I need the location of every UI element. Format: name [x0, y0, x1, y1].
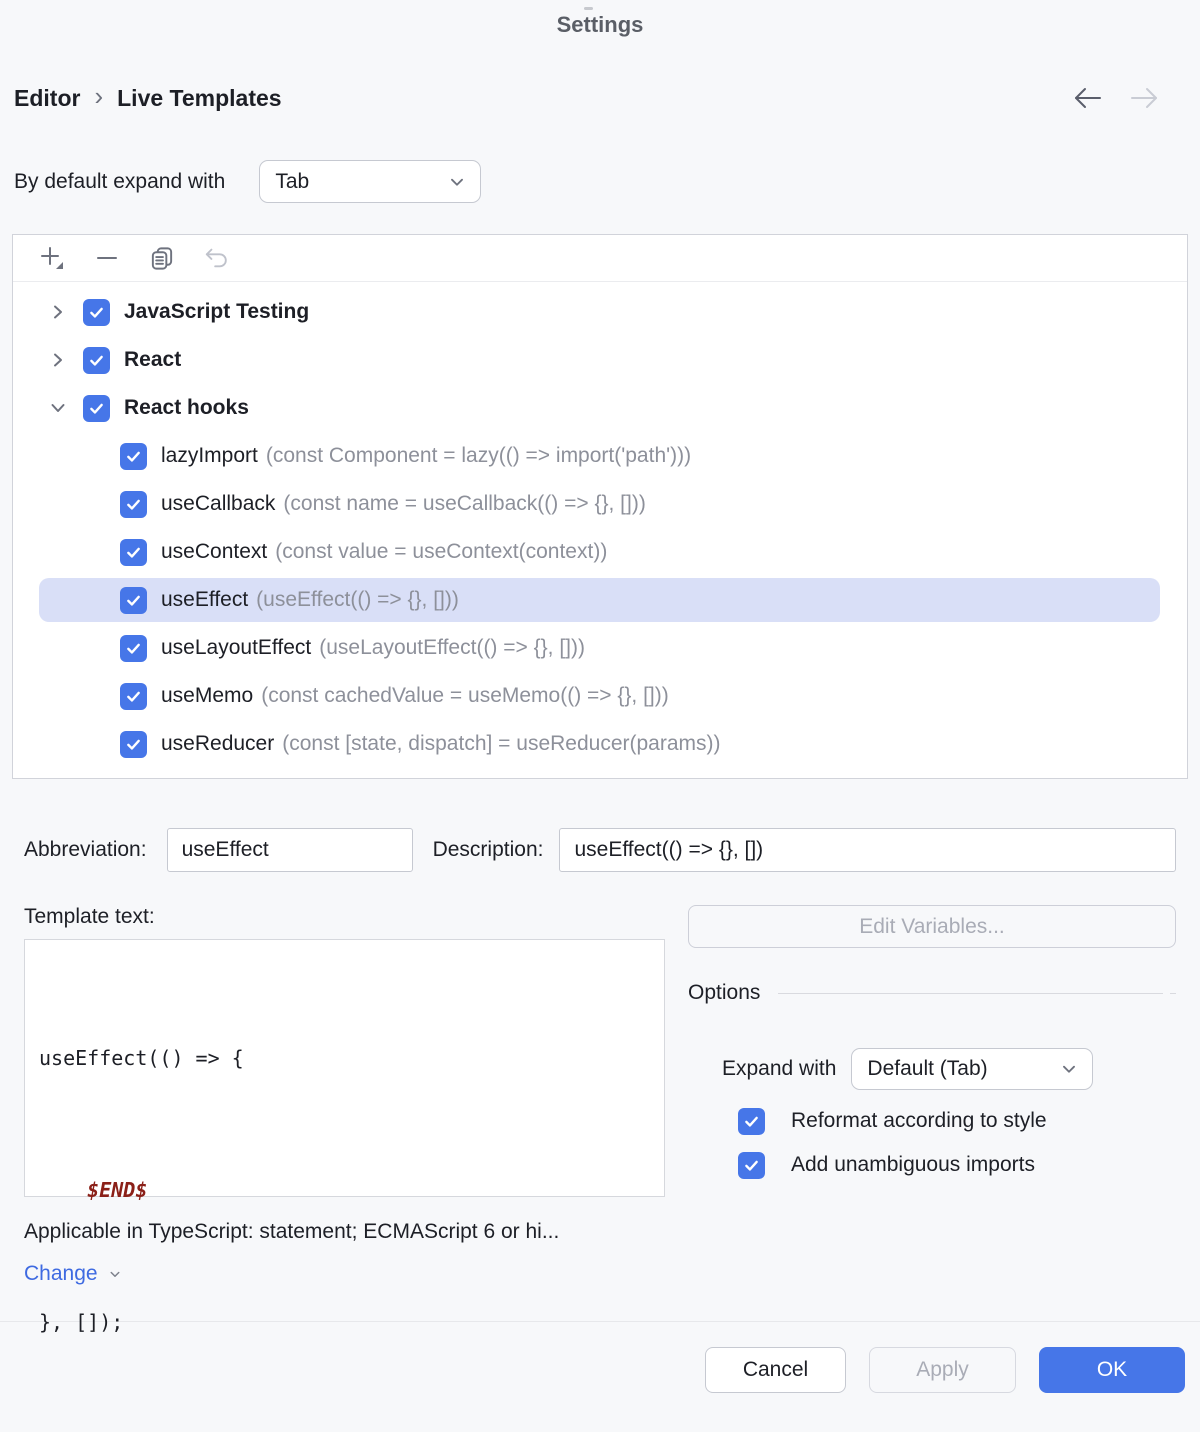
checkbox-checked-icon[interactable]	[120, 730, 147, 758]
chevron-down-icon	[451, 178, 464, 186]
back-arrow-icon[interactable]	[1072, 85, 1104, 111]
template-name: useLayoutEffect	[161, 636, 312, 659]
description-input[interactable]: useEffect(() => {}, [])	[559, 828, 1176, 872]
group-name: JavaScript Testing	[124, 300, 310, 323]
template-desc: (const Component = lazy(() => import('pa…	[265, 444, 692, 467]
options-divider	[778, 992, 1163, 994]
tree-row-usememo[interactable]: useMemo (const cachedValue = useMemo(() …	[13, 672, 1187, 720]
breadcrumb: Editor › Live Templates	[14, 83, 1160, 113]
tree-row-useeffect-selected[interactable]: useEffect (useEffect(() => {}, []))	[13, 576, 1187, 624]
template-name: lazyImport	[161, 444, 258, 467]
checkbox-checked-icon[interactable]	[120, 682, 147, 710]
remove-icon[interactable]	[94, 245, 120, 271]
abbreviation-input[interactable]: useEffect	[166, 828, 413, 872]
undo-icon	[204, 245, 230, 271]
template-name: useContext	[161, 540, 268, 563]
checkbox-checked-icon[interactable]	[83, 298, 110, 326]
template-desc: (const name = useCallback(() => {}, []))	[283, 492, 646, 515]
chevron-right-icon[interactable]	[46, 302, 70, 322]
tree-row-react-hooks[interactable]: React hooks	[13, 384, 1187, 432]
code-line: useEffect(() => {	[39, 1046, 244, 1070]
checkbox-checked-icon[interactable]	[120, 634, 147, 662]
expand-with-select[interactable]: Default (Tab)	[851, 1048, 1094, 1090]
checkbox-checked-icon[interactable]	[83, 394, 110, 422]
template-text-label: Template text:	[24, 905, 155, 928]
breadcrumb-item-live-templates: Live Templates	[117, 84, 282, 111]
description-label: Description:	[432, 838, 544, 861]
change-context-link[interactable]: Change	[24, 1260, 1176, 1288]
reformat-checkbox-label: Reformat according to style	[791, 1109, 1047, 1132]
tree-row-javascript-testing[interactable]: JavaScript Testing	[13, 288, 1187, 336]
checkbox-checked-icon[interactable]	[738, 1107, 765, 1135]
template-name: useEffect	[161, 588, 249, 611]
tree-row-usereducer[interactable]: useReducer (const [state, dispatch] = us…	[13, 720, 1187, 768]
tree-toolbar	[13, 235, 1187, 282]
template-desc: (const value = useContext(context))	[275, 540, 608, 563]
tree-row-lazyimport[interactable]: lazyImport (const Component = lazy(() =>…	[13, 432, 1187, 480]
default-expand-select[interactable]: Tab	[259, 160, 482, 203]
add-imports-checkbox-row[interactable]: Add unambiguous imports	[738, 1151, 1176, 1179]
options-divider-end	[1170, 992, 1176, 994]
group-name: React hooks	[124, 396, 249, 419]
add-icon[interactable]	[39, 245, 65, 271]
template-desc: (useEffect(() => {}, []))	[256, 588, 459, 611]
breadcrumb-separator-icon: ›	[94, 81, 104, 111]
code-line-variable: $END$	[39, 1178, 148, 1202]
chevron-down-icon	[1063, 1065, 1076, 1073]
checkbox-checked-icon[interactable]	[120, 538, 147, 566]
checkbox-checked-icon[interactable]	[738, 1151, 765, 1179]
abbreviation-label: Abbreviation:	[24, 838, 147, 861]
apply-button: Apply	[869, 1347, 1016, 1393]
forward-arrow-icon	[1128, 85, 1160, 111]
default-expand-value: Tab	[275, 169, 310, 193]
checkbox-checked-icon[interactable]	[83, 346, 110, 374]
template-desc: (useLayoutEffect(() => {}, []))	[319, 636, 585, 659]
default-expand-label: By default expand with	[14, 169, 226, 193]
chevron-right-icon[interactable]	[46, 350, 70, 370]
description-value: useEffect(() => {}, [])	[574, 838, 764, 861]
cancel-button[interactable]: Cancel	[705, 1347, 846, 1393]
group-name: React	[124, 348, 182, 371]
abbreviation-value: useEffect	[181, 838, 269, 861]
tree-row-uselayouteffect[interactable]: useLayoutEffect (useLayoutEffect(() => {…	[13, 624, 1187, 672]
checkbox-checked-icon[interactable]	[120, 586, 147, 614]
templates-tree: JavaScript Testing React React hooks laz…	[13, 282, 1187, 768]
dialog-footer: Cancel Apply OK	[0, 1321, 1200, 1393]
reformat-checkbox-row[interactable]: Reformat according to style	[738, 1107, 1176, 1135]
template-desc: (const [state, dispatch] = useReducer(pa…	[282, 732, 721, 755]
template-name: useCallback	[161, 492, 276, 515]
change-link-label: Change	[24, 1262, 98, 1285]
template-name: useReducer	[161, 732, 275, 755]
duplicate-icon[interactable]	[149, 245, 175, 271]
applicable-context-text: Applicable in TypeScript: statement; ECM…	[24, 1220, 560, 1243]
add-imports-checkbox-label: Add unambiguous imports	[791, 1153, 1035, 1176]
template-desc: (const cachedValue = useMemo(() => {}, […	[261, 684, 669, 707]
template-name: useMemo	[161, 684, 254, 707]
expand-with-value: Default (Tab)	[867, 1057, 988, 1080]
ok-button[interactable]: OK	[1039, 1347, 1185, 1393]
live-templates-panel: JavaScript Testing React React hooks laz…	[12, 234, 1188, 779]
code-line: }, []);	[39, 1310, 124, 1334]
tree-row-usecontext[interactable]: useContext (const value = useContext(con…	[13, 528, 1187, 576]
breadcrumb-item-editor[interactable]: Editor	[14, 84, 81, 111]
tree-row-usecallback[interactable]: useCallback (const name = useCallback(()…	[13, 480, 1187, 528]
checkbox-checked-icon[interactable]	[120, 442, 147, 470]
chevron-down-icon[interactable]	[46, 398, 70, 418]
options-header: Options	[688, 981, 761, 1004]
window-drag-dash	[584, 7, 593, 10]
checkbox-checked-icon[interactable]	[120, 490, 147, 518]
window-title: Settings	[556, 12, 644, 37]
template-text-editor[interactable]: useEffect(() => { $END$ }, []);	[24, 939, 665, 1334]
expand-with-label: Expand with	[722, 1057, 837, 1080]
chevron-down-icon	[110, 1271, 120, 1277]
edit-variables-button: Edit Variables...	[688, 905, 1176, 948]
tree-row-react[interactable]: React	[13, 336, 1187, 384]
